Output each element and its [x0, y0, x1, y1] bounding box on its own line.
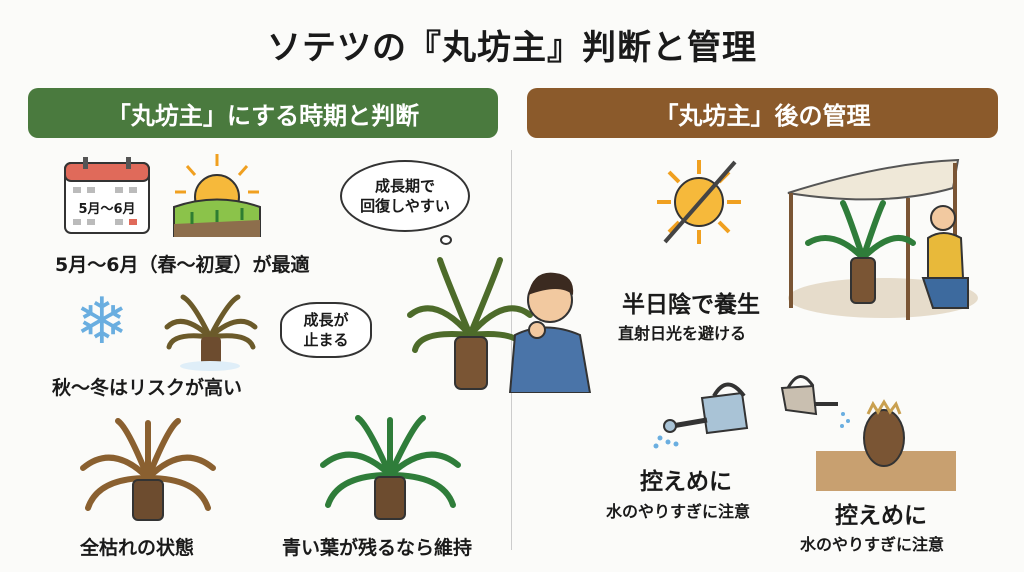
page-title: ソテツの『丸坊主』判断と管理 [267, 28, 757, 68]
thought-dot [440, 235, 452, 245]
thinking-man-with-palm-illustration [407, 257, 592, 393]
keep-label: 青い葉が残るなら維持 [282, 537, 473, 559]
watering-can-icon [653, 382, 749, 449]
dead-state-label: 全枯れの状態 [80, 537, 195, 559]
water-subtitle-2: 水のやりすぎに注意 [800, 535, 945, 554]
dead-palm-icon [80, 418, 216, 521]
speech-bubble: 成長が止まる [280, 302, 372, 358]
shade-canopy-illustration [787, 158, 978, 320]
risk-label: 秋～冬はリスクが高い [52, 377, 243, 399]
best-time-label: 5月～6月（春～初夏）が最適 [55, 254, 310, 276]
right-section-banner: 「丸坊主」後の管理 [527, 88, 998, 138]
calendar-icon: 5月～6月 [63, 155, 151, 235]
speech-line-2: 止まる [303, 331, 349, 349]
thought-line-2: 回復しやすい [360, 197, 450, 215]
no-direct-sun-icon [657, 160, 741, 244]
water-title-2: 控えめに [835, 503, 927, 529]
section-divider [511, 150, 512, 550]
calendar-text: 5月～6月 [78, 202, 136, 217]
snowflake-icon: ❄ [75, 285, 129, 359]
left-section-banner: 「丸坊主」にする時期と判断 [28, 88, 498, 138]
thought-line-1: 成長期で [374, 176, 435, 195]
thought-bubble: 成長期で回復しやすい [340, 160, 470, 232]
water-title-1: 控えめに [640, 469, 732, 495]
green-palm-icon [320, 415, 461, 520]
watering-soil-illustration [780, 375, 956, 491]
dormant-palm-icon [164, 294, 258, 371]
water-subtitle-1: 水のやりすぎに注意 [606, 502, 751, 521]
sunrise-sprouts-icon [173, 154, 261, 237]
shade-title: 半日陰で養生 [622, 292, 760, 318]
shade-subtitle: 直射日光を避ける [618, 324, 747, 343]
speech-line-1: 成長が [303, 310, 349, 329]
